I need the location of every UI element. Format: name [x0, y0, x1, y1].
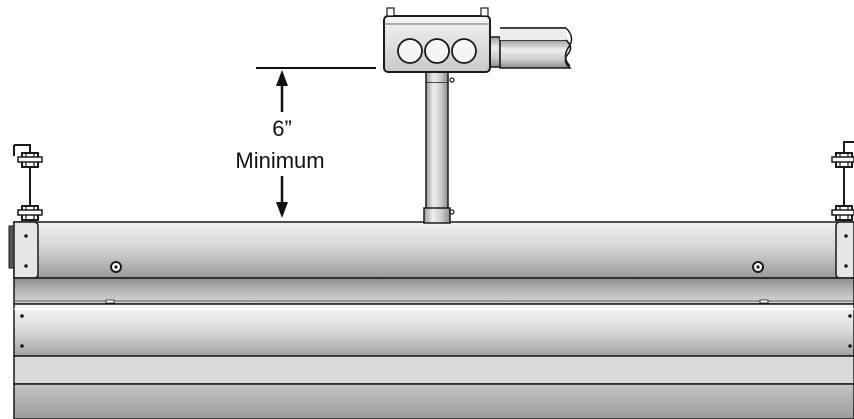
mounting-bracket-left: [13, 144, 43, 222]
dimension-value: 6”: [272, 116, 292, 141]
arrow-up-icon: [276, 70, 288, 86]
right-end-cap: [835, 221, 854, 279]
left-end-rim: [8, 225, 15, 269]
lower-panel: [13, 383, 854, 419]
discharge-panel: [13, 303, 854, 357]
conduit-coupling: [423, 207, 451, 224]
lower-band: [13, 355, 854, 385]
horizontal-conduit-icon: [489, 27, 573, 69]
middle-band: [13, 277, 854, 305]
clearance-dimension: 6” Minimum: [235, 67, 376, 218]
arrow-down-icon: [276, 202, 288, 218]
knockout-1: [397, 38, 423, 64]
dimension-label: Minimum: [235, 148, 324, 173]
vertical-conduit-icon: [423, 71, 455, 224]
panel-screw-right: [752, 261, 764, 273]
left-end-cap: [13, 221, 39, 279]
junction-box-icon: [383, 7, 491, 73]
panel-screw-left: [110, 261, 122, 273]
knockout-2: [424, 38, 450, 64]
mounting-bracket-right: [831, 141, 854, 222]
unit-housing: [8, 221, 854, 419]
knockout-3: [451, 38, 477, 64]
top-panel: [13, 221, 854, 279]
